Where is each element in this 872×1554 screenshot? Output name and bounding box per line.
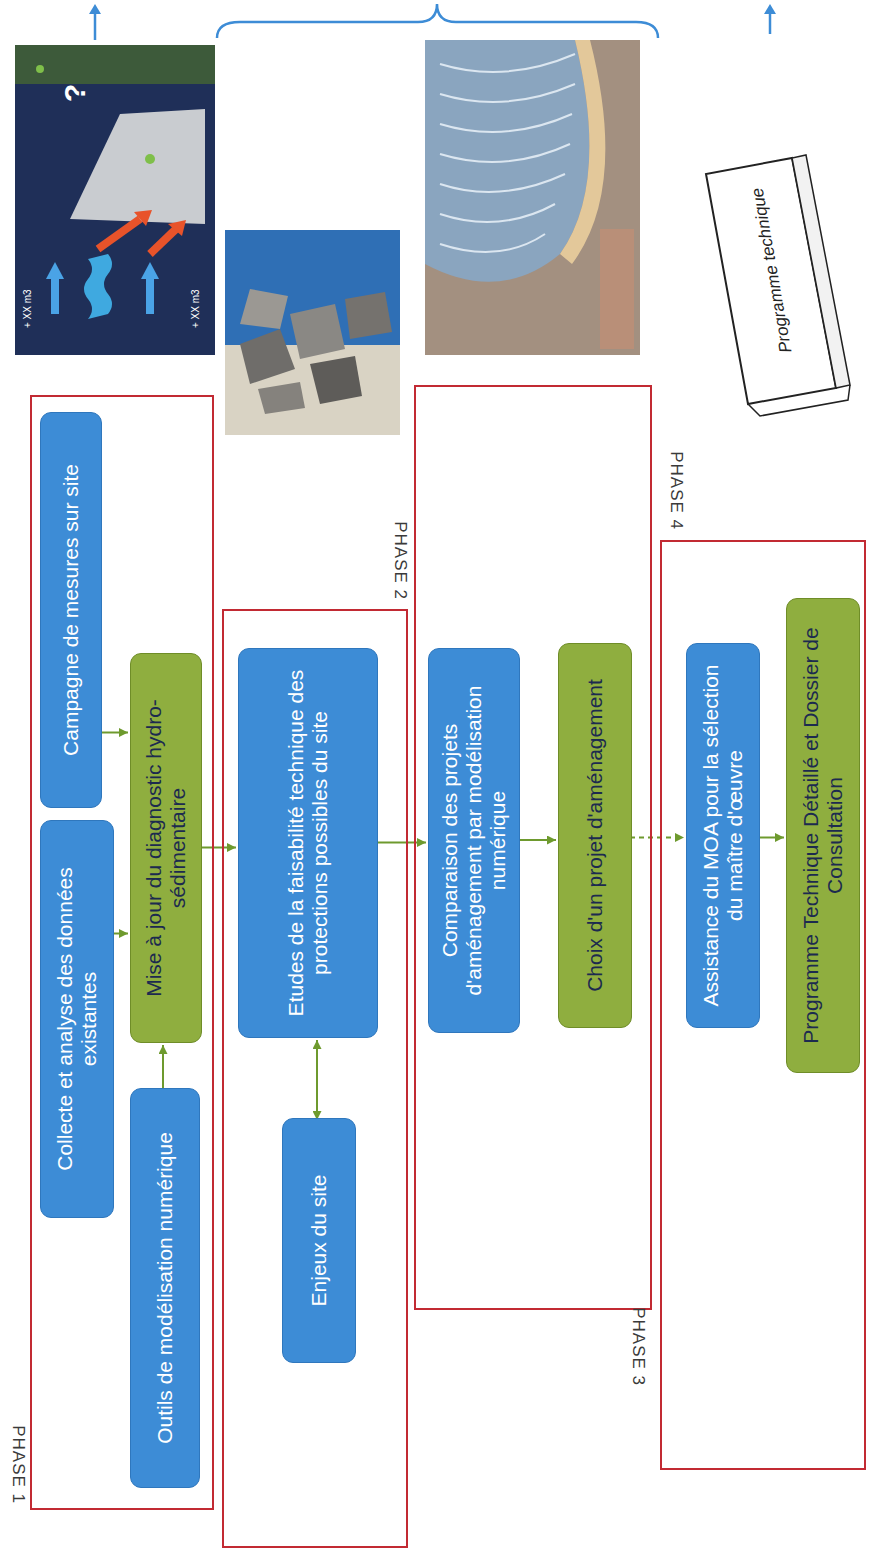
process-box: Collecte et analyse des données existant… — [40, 820, 114, 1218]
concrete-block — [345, 292, 392, 339]
result-box: Choix d'un projet d'aménagement — [558, 643, 632, 1028]
bay-city — [600, 229, 634, 349]
flow-arrow — [376, 842, 426, 844]
map-wave — [84, 254, 112, 319]
flow-arrow — [162, 1045, 164, 1090]
bay-waves — [440, 54, 575, 252]
flow-arrow — [200, 847, 236, 849]
map-coast — [15, 45, 215, 84]
flow-arrow — [758, 837, 784, 839]
process-box: Etudes de la faisabilité technique des p… — [238, 648, 378, 1038]
outgoing-arrow — [89, 4, 101, 14]
map-arrow — [51, 279, 59, 314]
concrete-block — [240, 329, 295, 384]
box-text: Collecte et analyse des données existant… — [53, 831, 101, 1207]
map-dot — [145, 154, 155, 164]
map-photo — [15, 45, 215, 355]
phase-frame: PHASE 3Comparaison des projets d'aménage… — [414, 385, 652, 1310]
box-text: Campagne de mesures sur site — [59, 423, 83, 797]
box-text: Programme Technique Détaillé et Dossier … — [799, 609, 847, 1062]
map-arrow — [168, 220, 186, 236]
process-box: Outils de modélisation numérique — [130, 1088, 200, 1488]
bay-beach — [560, 40, 605, 264]
concrete-block — [258, 382, 305, 414]
result-box: Programme Technique Détaillé et Dossier … — [786, 598, 860, 1073]
map-dot — [36, 65, 44, 73]
flow-arrow — [112, 933, 128, 935]
phase-label: PHASE 2 — [390, 521, 410, 600]
box-text: Comparaison des projets d'aménagement pa… — [438, 659, 510, 1022]
box-text: Outils de modélisation numérique — [153, 1099, 177, 1477]
bay-sea — [425, 40, 589, 282]
concrete-block — [310, 356, 362, 404]
volume-label: + XX m3 — [22, 289, 33, 328]
process-box: Campagne de mesures sur site — [40, 412, 102, 808]
concrete-block — [290, 304, 345, 359]
flow-arrow — [518, 839, 556, 841]
box-text: Enjeux du site — [307, 1129, 331, 1352]
flow-arrow — [100, 732, 128, 734]
phase-frame: PHASE 1Collecte et analyse des données e… — [30, 395, 214, 1510]
map-arrow — [141, 262, 159, 279]
breakwater-photo — [225, 230, 400, 435]
outgoing-arrow — [764, 4, 776, 14]
map-arrow — [134, 210, 152, 226]
box-text: Etudes de la faisabilité technique des p… — [284, 659, 332, 1027]
outgoing-arrow — [769, 14, 772, 34]
book-title: Programme technique — [748, 186, 797, 354]
map-question-mark: ? — [58, 84, 92, 102]
box-text: Choix d'un projet d'aménagement — [583, 654, 607, 1017]
phase-label: PHASE 1 — [8, 1425, 28, 1504]
concrete-block — [240, 289, 288, 329]
flow-arrow — [316, 1040, 318, 1120]
map-zone — [70, 109, 205, 224]
volume-label: + XX m3 — [190, 289, 201, 328]
map-arrow — [150, 229, 176, 254]
phase-label: PHASE 3 — [628, 1307, 648, 1386]
process-box: Assistance du MOA pour la sélection du m… — [686, 643, 760, 1028]
book-spine — [748, 385, 850, 416]
map-arrow — [98, 219, 140, 249]
box-text: Assistance du MOA pour la sélection du m… — [699, 654, 747, 1017]
phase-frame: PHASE 2Enjeux du siteEtudes de la faisab… — [222, 609, 408, 1548]
result-box: Mise à jour du diagnostic hydro-sédiment… — [130, 653, 202, 1043]
bay-photo — [425, 40, 640, 355]
map-arrow — [46, 262, 64, 279]
box-text: Mise à jour du diagnostic hydro-sédiment… — [142, 664, 190, 1032]
phase-label: PHASE 4 — [666, 451, 686, 530]
phase-frame: PHASE 4Assistance du MOA pour la sélecti… — [660, 540, 866, 1470]
brace — [217, 4, 658, 38]
process-box: Enjeux du site — [282, 1118, 356, 1363]
process-box: Comparaison des projets d'aménagement pa… — [428, 648, 520, 1033]
map-arrow — [146, 279, 154, 314]
flow-arrow — [630, 837, 684, 839]
book-pages — [792, 155, 850, 388]
outgoing-arrow — [94, 14, 97, 40]
